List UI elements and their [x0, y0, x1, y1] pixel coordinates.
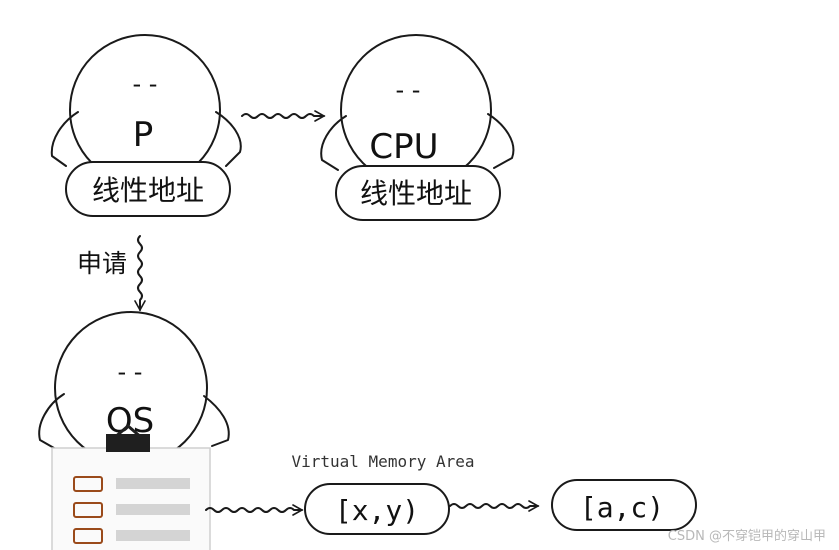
p-address-badge — [65, 161, 231, 217]
clipboard-clip — [106, 434, 150, 452]
os-left-arm — [38, 393, 65, 449]
arrow-os-to-range1 — [205, 504, 304, 516]
list-checkbox-2 — [73, 502, 103, 518]
character-p: - - P 线性地址 — [50, 34, 242, 217]
vma-range-2-label: [a,c) — [580, 491, 664, 524]
cpu-address-badge — [335, 165, 501, 221]
list-bar-2 — [116, 504, 190, 515]
vma-range-1-label: [x,y) — [335, 494, 419, 527]
clipboard-clip-handle — [113, 424, 143, 440]
vma-range-2 — [551, 479, 697, 531]
p-address-label: 线性地址 — [92, 174, 204, 207]
p-left-arm — [50, 111, 79, 167]
os-right-arm — [203, 395, 230, 447]
vma-title: Virtual Memory Area — [291, 452, 474, 471]
character-os: - - OS — [38, 311, 230, 550]
vma-range-1 — [304, 483, 450, 535]
arrow-range1-to-range2 — [449, 500, 540, 512]
p-eyes: - - — [133, 70, 158, 98]
cpu-address-label: 线性地址 — [360, 177, 472, 210]
cpu-right-arm — [487, 113, 515, 169]
list-bar-3 — [116, 530, 190, 541]
list-bar-1 — [116, 478, 190, 489]
os-clipboard — [51, 424, 211, 550]
p-name: P — [133, 115, 154, 155]
watermark: CSDN @不穿铠甲的穿山甲 — [668, 528, 826, 544]
cpu-name: CPU — [369, 127, 438, 167]
cpu-eyes: - - — [396, 76, 421, 104]
arrow-p-to-os — [134, 235, 146, 312]
character-cpu: - - CPU 线性地址 — [320, 34, 515, 221]
os-eyes: - - — [118, 358, 143, 386]
arrow-p-to-cpu — [241, 110, 326, 122]
list-checkbox-1 — [73, 476, 103, 492]
request-label: 申请 — [77, 249, 127, 278]
p-right-arm — [215, 111, 242, 167]
list-checkbox-3 — [73, 528, 103, 544]
